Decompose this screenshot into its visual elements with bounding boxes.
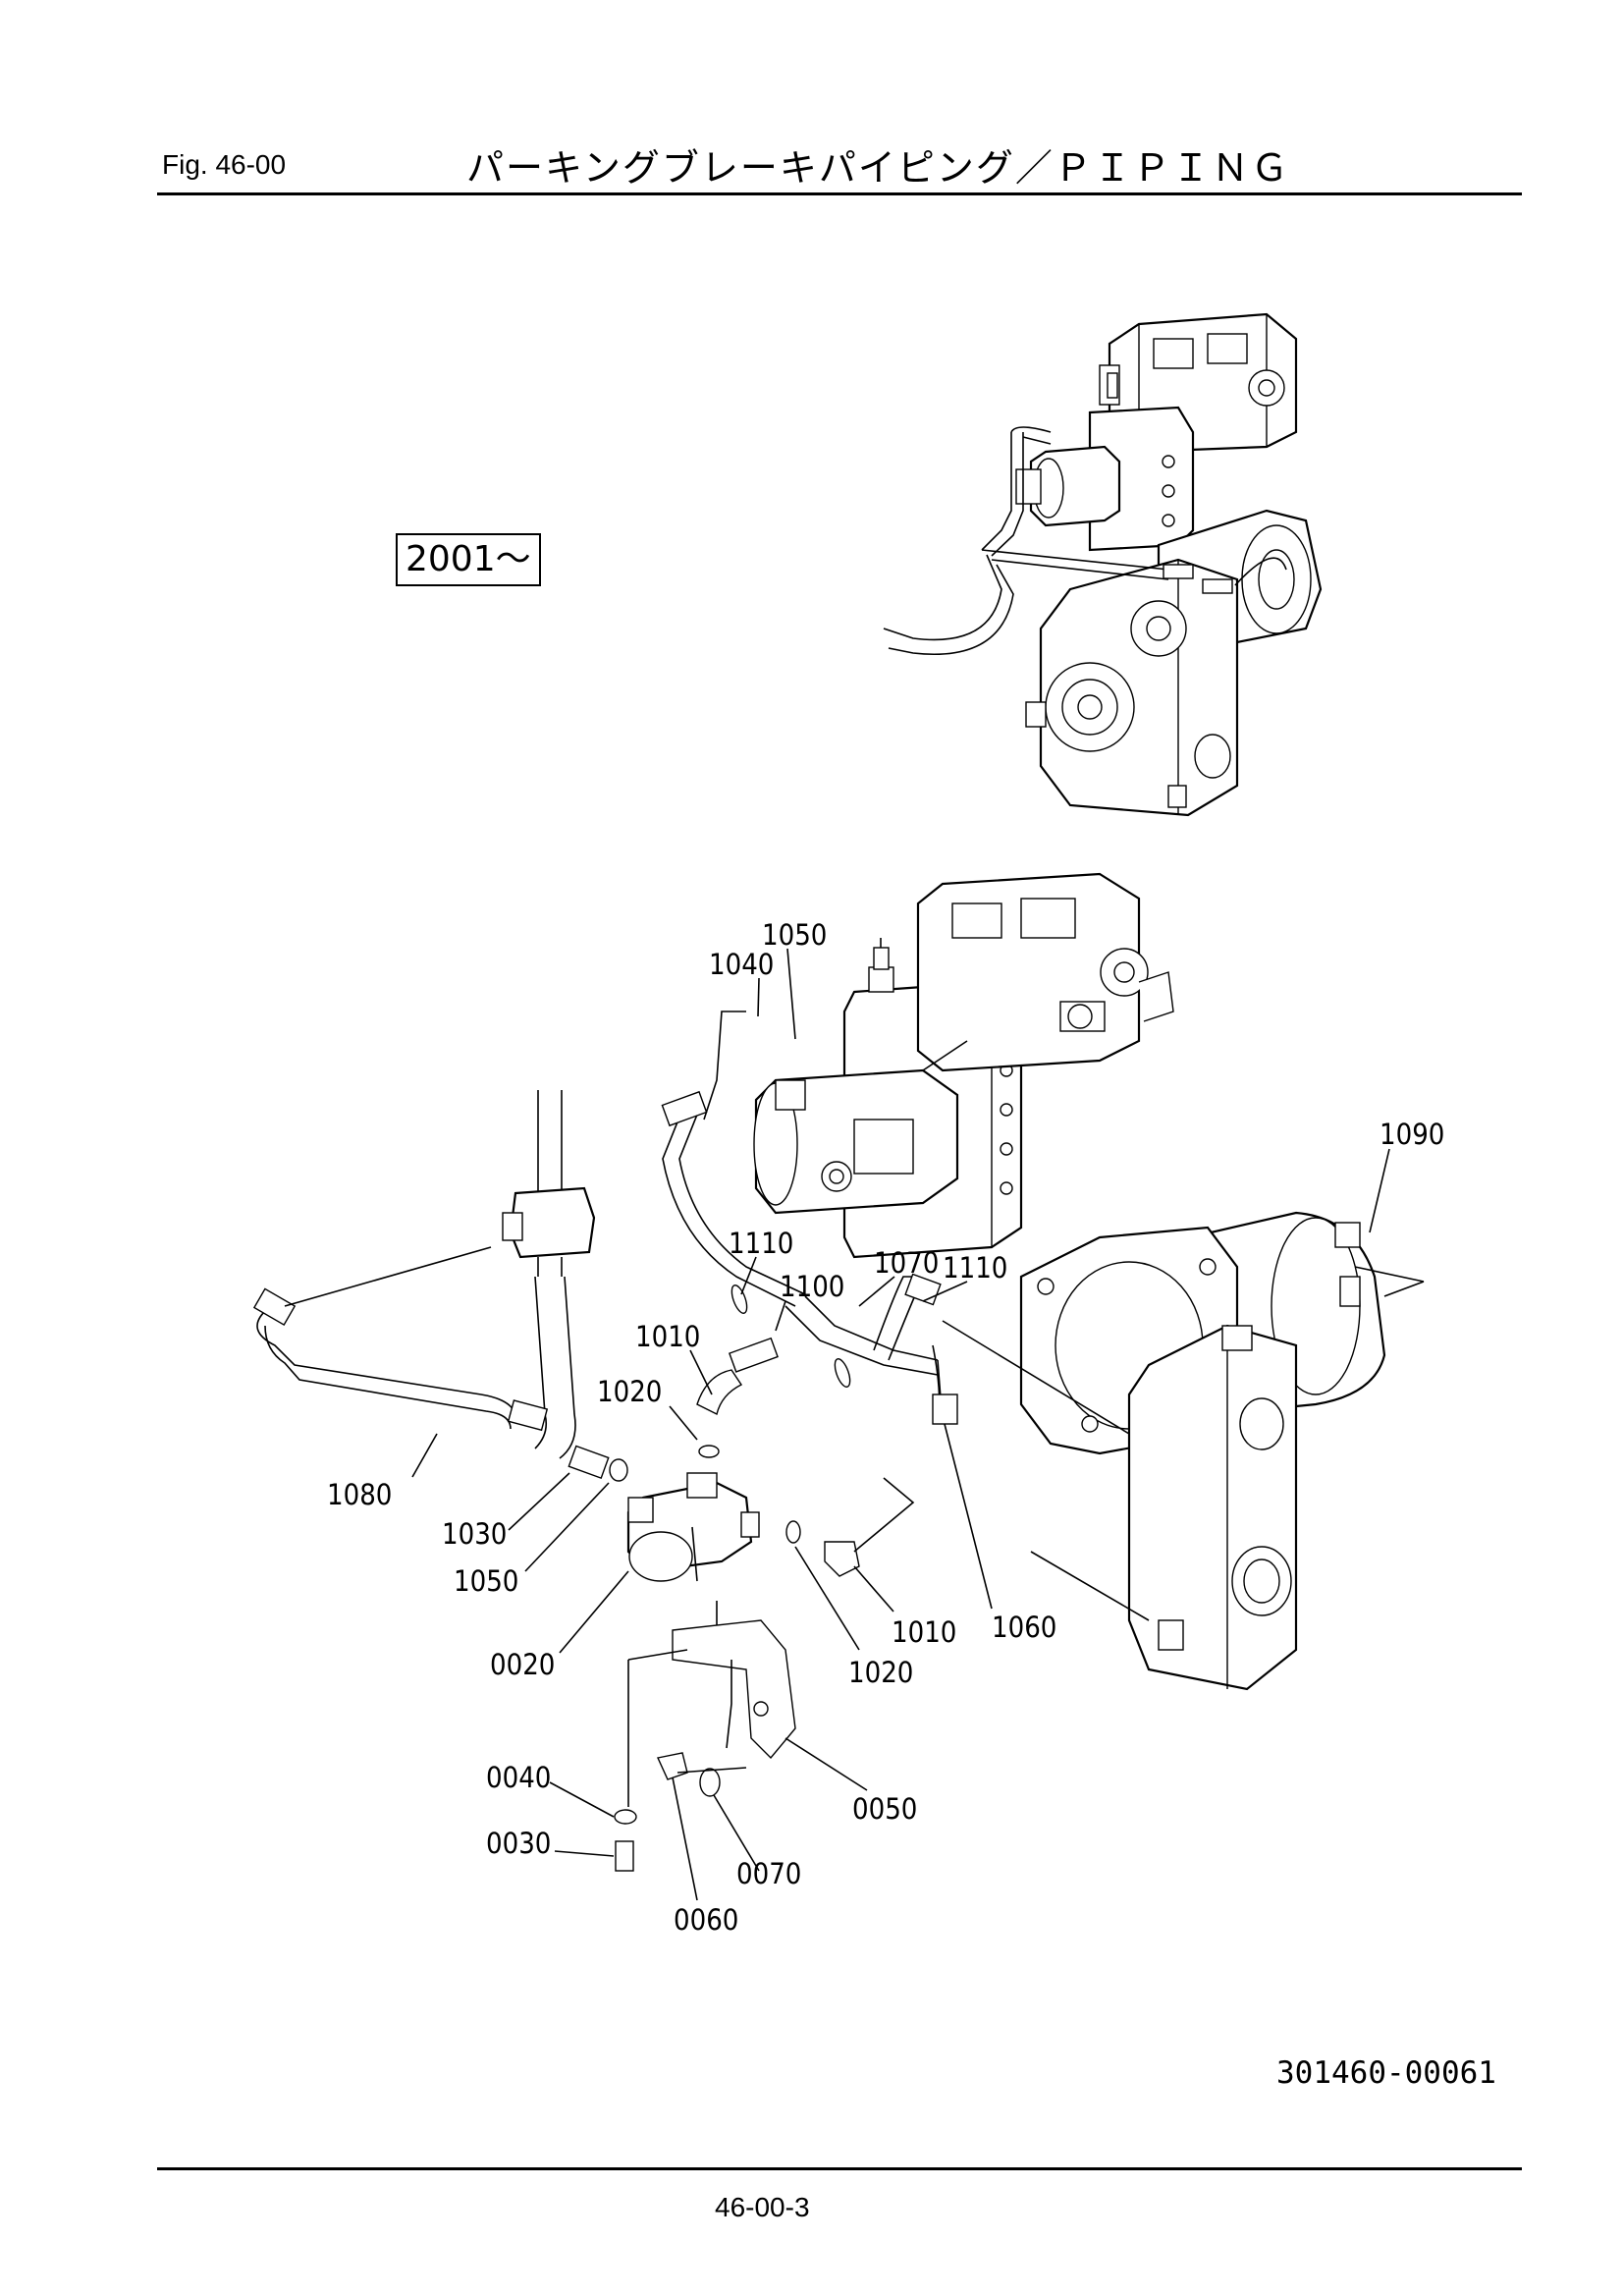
page-number: 46-00-3 bbox=[715, 2192, 810, 2222]
callout-1060: 1060 bbox=[992, 1611, 1056, 1644]
leader-lines bbox=[411, 948, 1390, 1901]
callout-0030: 0030 bbox=[486, 1827, 551, 1860]
callout-1100: 1100 bbox=[780, 1270, 844, 1303]
callout-1010: 1010 bbox=[635, 1320, 700, 1353]
callout-1090: 1090 bbox=[1380, 1118, 1444, 1151]
callout-1080: 1080 bbox=[327, 1478, 392, 1511]
callout-0050: 0050 bbox=[852, 1792, 917, 1826]
callout-1050: 1050 bbox=[762, 918, 827, 952]
callout-labels: 1050 1040 1090 1110 1070 1110 1100 1010 … bbox=[327, 918, 1444, 1937]
drawing-number: 301460-00061 bbox=[1276, 2055, 1496, 2091]
fig-number: Fig. 46-00 bbox=[162, 149, 287, 180]
valve-and-fittings-illustration bbox=[568, 1337, 915, 1872]
callout-1110: 1110 bbox=[943, 1251, 1007, 1285]
callout-1020: 1020 bbox=[848, 1656, 913, 1689]
callout-0070: 0070 bbox=[736, 1857, 801, 1890]
serial-range-badge: 2001～ bbox=[396, 533, 541, 586]
overview-assembly-illustration bbox=[883, 312, 1323, 817]
page-title: パーキングブレーキパイピング／ＰＩＰＩＮＧ bbox=[466, 146, 1290, 190]
callout-0040: 0040 bbox=[486, 1761, 551, 1794]
callout-0060: 0060 bbox=[674, 1903, 738, 1937]
callout-1050: 1050 bbox=[454, 1564, 518, 1598]
callout-0020: 0020 bbox=[490, 1648, 555, 1681]
callout-1030: 1030 bbox=[442, 1517, 507, 1551]
motor-housing-illustration bbox=[1019, 1211, 1425, 1691]
hose-1100-illustration bbox=[661, 1011, 1130, 1435]
hose-1080-illustration bbox=[252, 1246, 549, 1432]
callout-1020: 1020 bbox=[597, 1375, 662, 1408]
header-rule bbox=[157, 192, 1522, 195]
callout-1110: 1110 bbox=[729, 1227, 793, 1260]
callout-1070: 1070 bbox=[874, 1246, 939, 1280]
callout-1040: 1040 bbox=[709, 948, 774, 981]
supply-pipe-illustration bbox=[502, 1090, 596, 1459]
footer-rule bbox=[157, 2167, 1522, 2170]
callout-1010: 1010 bbox=[892, 1615, 956, 1649]
pump-assembly-illustration bbox=[753, 872, 1174, 1259]
